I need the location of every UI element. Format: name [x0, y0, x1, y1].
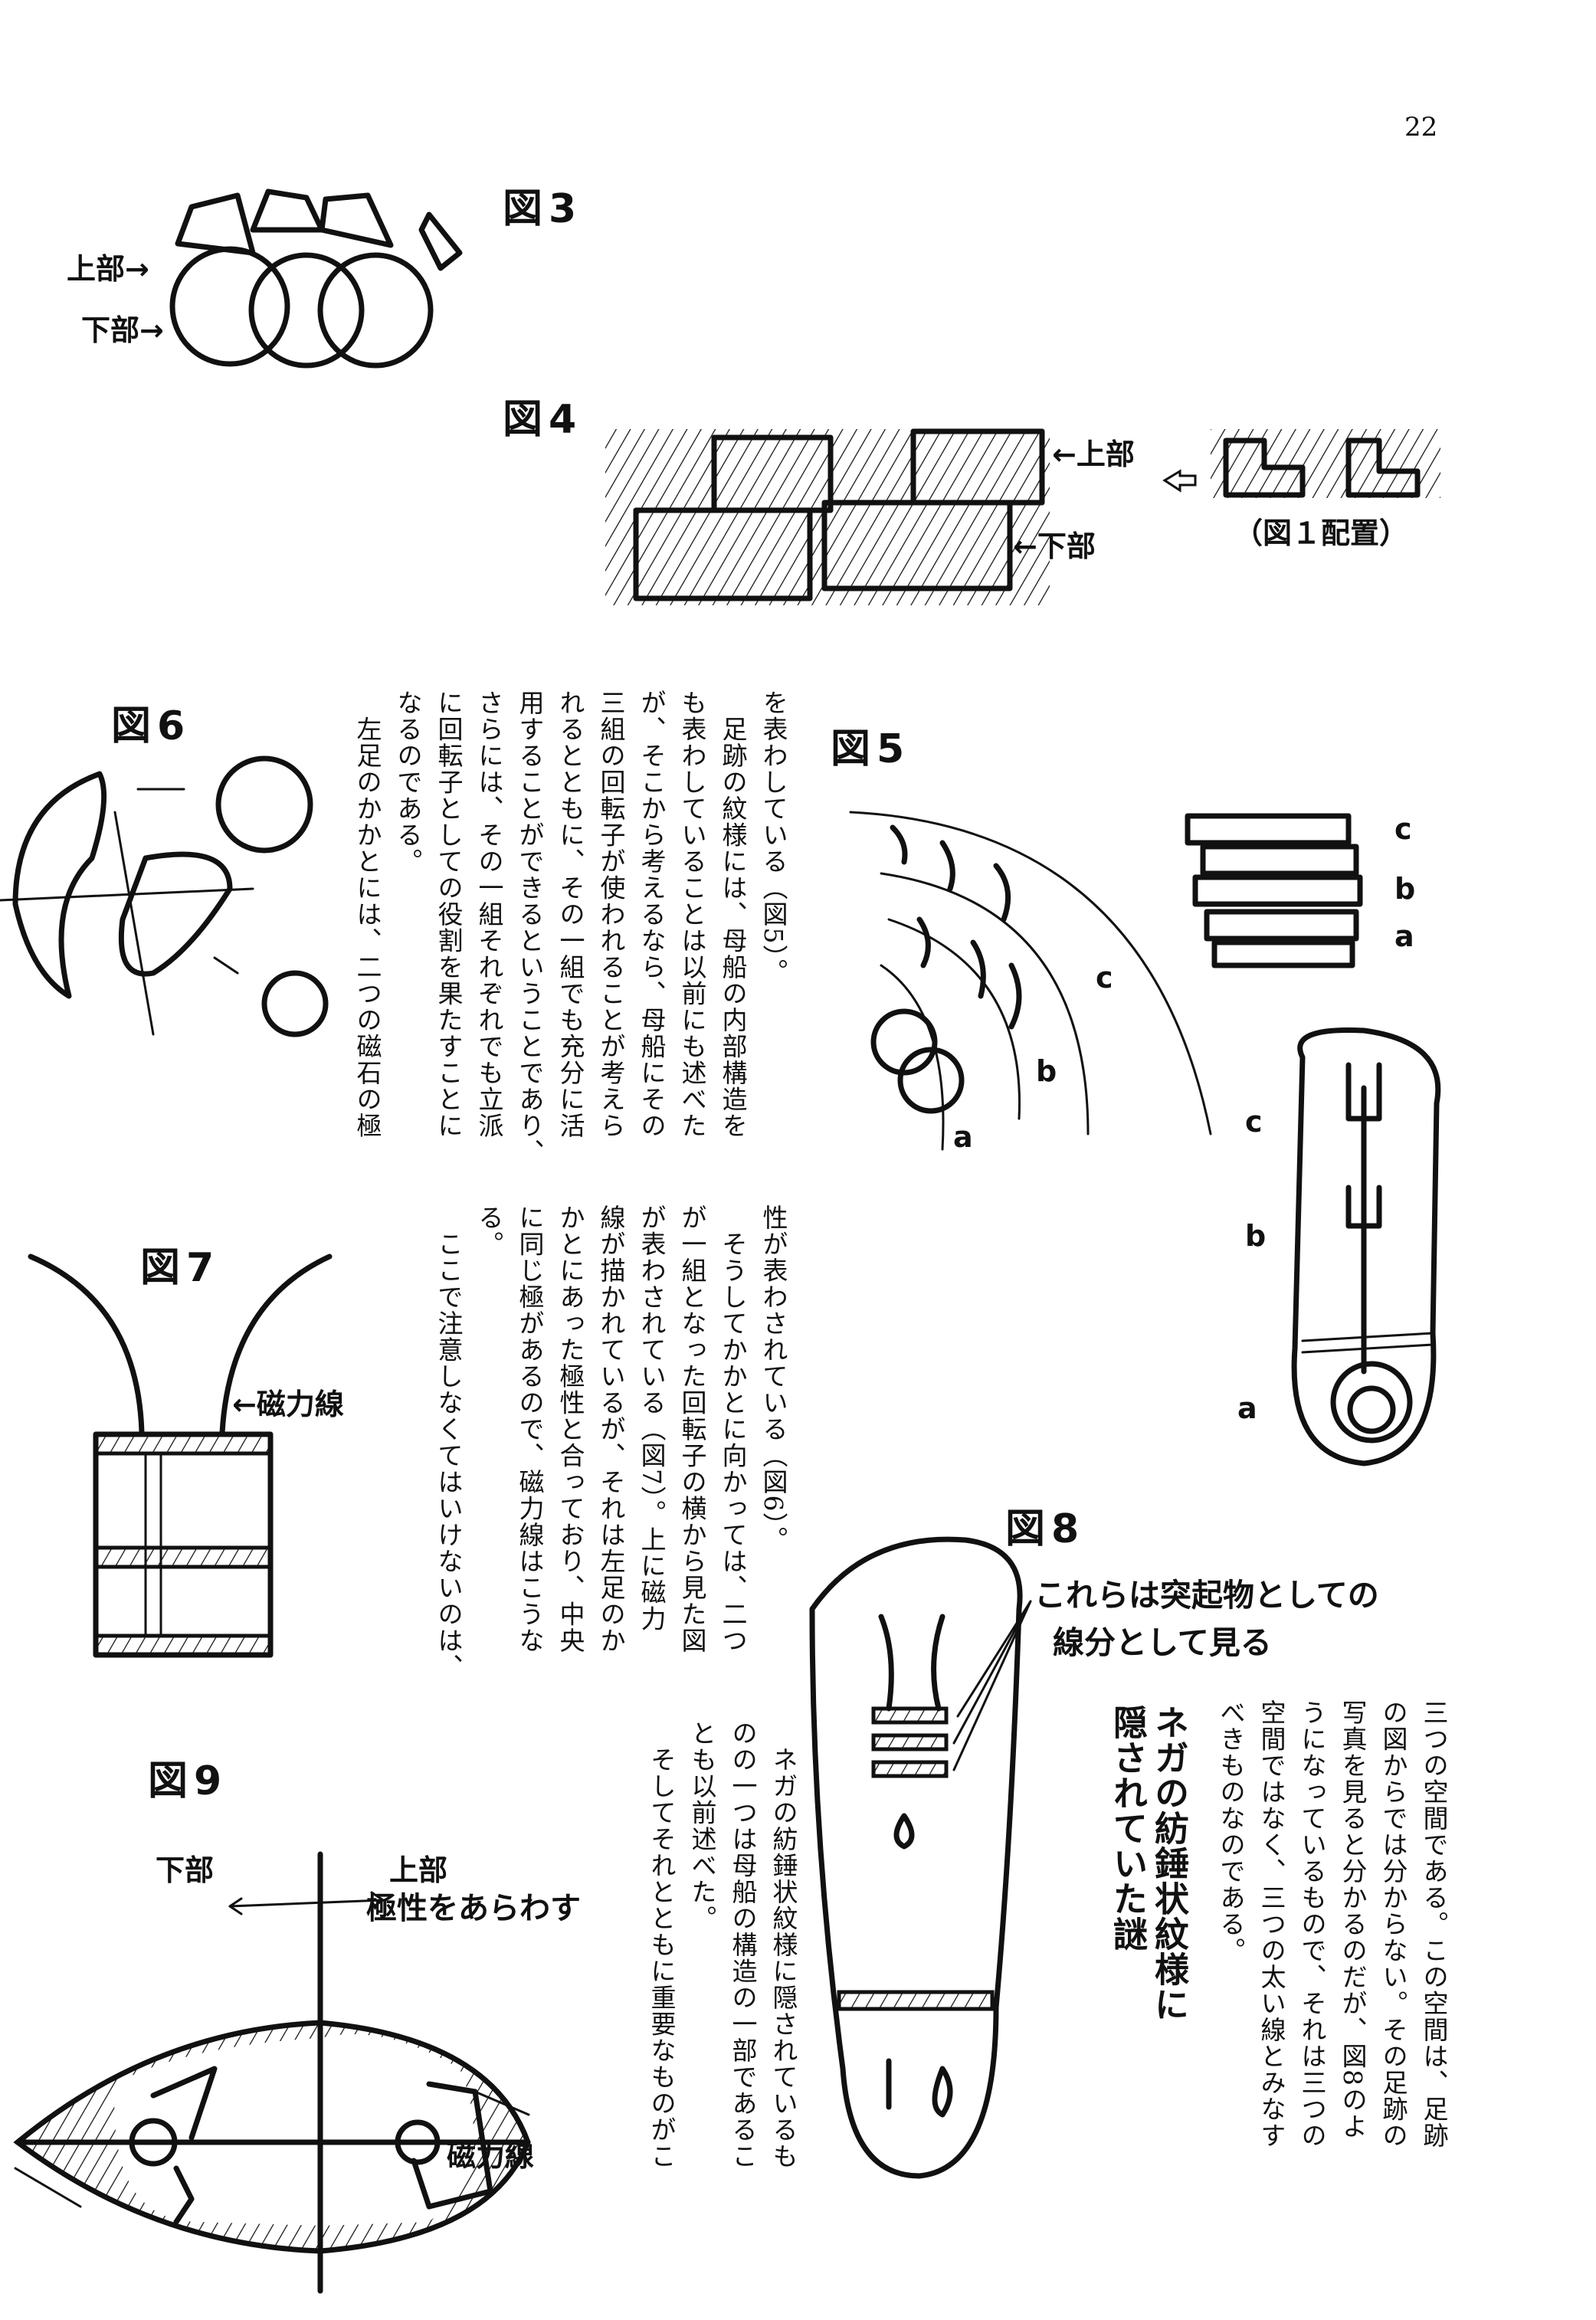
fig9-title: 図9	[148, 1758, 228, 1804]
text-column: ネガの紡錘状紋様に隠されているも	[769, 1720, 798, 2170]
text-column: ここで注意しなくてはいけないのは、	[434, 1204, 464, 1681]
fig8-note-line1: これらは突起物としての	[1034, 1577, 1379, 1614]
fig4-upper-label: ←上部	[1052, 437, 1135, 471]
fig5-arc-label-b: b	[1036, 1054, 1057, 1088]
text-column: れるとともに、その一組でも充分に活	[555, 690, 585, 1139]
text-column: そしてそれとともに重要なものがこ	[647, 1720, 677, 2170]
fig9-polarity-label: 極性をあらわす	[366, 1891, 581, 1926]
text-column: に回転子としての役割を果たすことに	[434, 690, 464, 1139]
text-column: を表わしている（図5）。	[759, 690, 788, 985]
fig5-drawing	[849, 811, 1441, 1466]
section-heading-line: 隠されていた謎	[1107, 1705, 1148, 1951]
text-column: 用することができるということであり、	[515, 690, 545, 1165]
text-column: 三組の回転子が使われることが考えら	[596, 690, 626, 1139]
fig5-arc-label-c: c	[1096, 961, 1113, 995]
fig7-title: 図7	[140, 1245, 221, 1291]
fig7-drawing	[28, 1253, 333, 1658]
text-column: に同じ極があるので、磁力線はこうな	[515, 1204, 545, 1654]
section-heading-line: ネガの紡錘状紋様に	[1149, 1705, 1189, 2022]
text-column: とも以前述べた。	[687, 1720, 717, 1932]
fig9-drawing	[13, 1851, 531, 2294]
text-column: が、そこから考えるなら、母船にその	[637, 690, 667, 1139]
fig5-plate-label-b: b	[1394, 872, 1416, 906]
fig5-plate-label-a: a	[1394, 919, 1414, 953]
text-block-1: を表わしている（図5）。 足跡の紋様には、母船の内部構造を も表わしていることは…	[347, 690, 794, 1165]
text-block-4: 三つの空間である。この空間は、足跡 の図からでは分からない。その足跡の 写真を見…	[1211, 1699, 1454, 2149]
fig4-note: （図１配置）	[1234, 516, 1409, 550]
text-column: 空間ではなく、三つの太い線とみなす	[1257, 1699, 1286, 2149]
fig4-lower-label: ←下部	[1013, 529, 1096, 563]
text-column: のの一つは母船の構造の一部であるこ	[728, 1720, 758, 2170]
text-column: そうしてかかとに向かっては、二つ	[718, 1204, 748, 1654]
fig3-drawing	[169, 188, 463, 369]
section-heading: ネガの紡錘状紋様に 隠されていた謎	[1106, 1705, 1189, 2022]
fig5-foot-label-c: c	[1245, 1105, 1263, 1139]
fig4-title: 図4	[503, 397, 583, 443]
fig6-title: 図6	[111, 703, 192, 749]
fig8-title: 図8	[1005, 1506, 1086, 1552]
fig9-upper-label: 上部	[389, 1853, 448, 1887]
text-column: 三つの空間である。この空間は、足跡	[1419, 1699, 1449, 2149]
fig6-drawing	[0, 755, 329, 1037]
fig8-note-line2: 線分として見る	[1053, 1624, 1272, 1661]
text-column: 左足のかかとには、二つの磁石の極	[352, 690, 382, 1139]
text-column: かとにあった極性と合っており、中央	[555, 1204, 585, 1654]
text-column: 足跡の紋様には、母船の内部構造を	[718, 690, 748, 1139]
fig5-plate-label-c: c	[1394, 812, 1412, 846]
fig3-upper-label: 上部→	[67, 252, 149, 286]
text-column: うになっているもので、それは三つの	[1297, 1699, 1327, 2149]
text-column: なるのである。	[393, 690, 423, 875]
fig4-drawing	[605, 428, 1440, 605]
text-block-3: ネガの紡錘状紋様に隠されているも のの一つは母船の構造の一部であるこ とも以前述…	[641, 1720, 804, 2170]
fig5-arc-label-a: a	[953, 1120, 973, 1154]
fig9-lower-label: 下部	[156, 1853, 215, 1887]
text-column: る。	[474, 1204, 504, 1257]
fig8-drawing	[809, 1536, 1032, 2179]
fig5-title: 図5	[831, 726, 911, 772]
fig5-foot-label-b: b	[1245, 1219, 1267, 1253]
fig5-foot-label-a: a	[1237, 1391, 1257, 1425]
text-column: 写真を見ると分かるのだが、図8のよ	[1338, 1699, 1368, 2140]
fig7-field-label: ←磁力線	[232, 1388, 344, 1421]
text-column: 性が表わされている（図6）。	[759, 1204, 788, 1553]
page-number: 22	[1404, 112, 1438, 143]
text-column: も表わしていることは以前にも述べた	[677, 690, 707, 1139]
fig9-field-label: 磁力線	[447, 2139, 535, 2173]
text-column: べきものなのである。	[1216, 1699, 1246, 1964]
text-column: が表わされている（図7）。上に磁力	[637, 1204, 667, 1632]
text-column: 線が描かれているが、それは左足のか	[596, 1204, 626, 1654]
fig3-lower-label: 下部→	[81, 313, 164, 347]
text-column: が一組となった回転子の横から見た図	[677, 1204, 707, 1654]
text-block-2: 性が表わされている（図6）。 そうしてかかとに向かっては、二つ が一組となった回…	[428, 1204, 794, 1680]
text-column: の図からでは分からない。その足跡の	[1378, 1699, 1408, 2149]
text-column: さらには、その一組それぞれでも立派	[474, 690, 504, 1139]
fig3-title: 図3	[503, 186, 583, 232]
